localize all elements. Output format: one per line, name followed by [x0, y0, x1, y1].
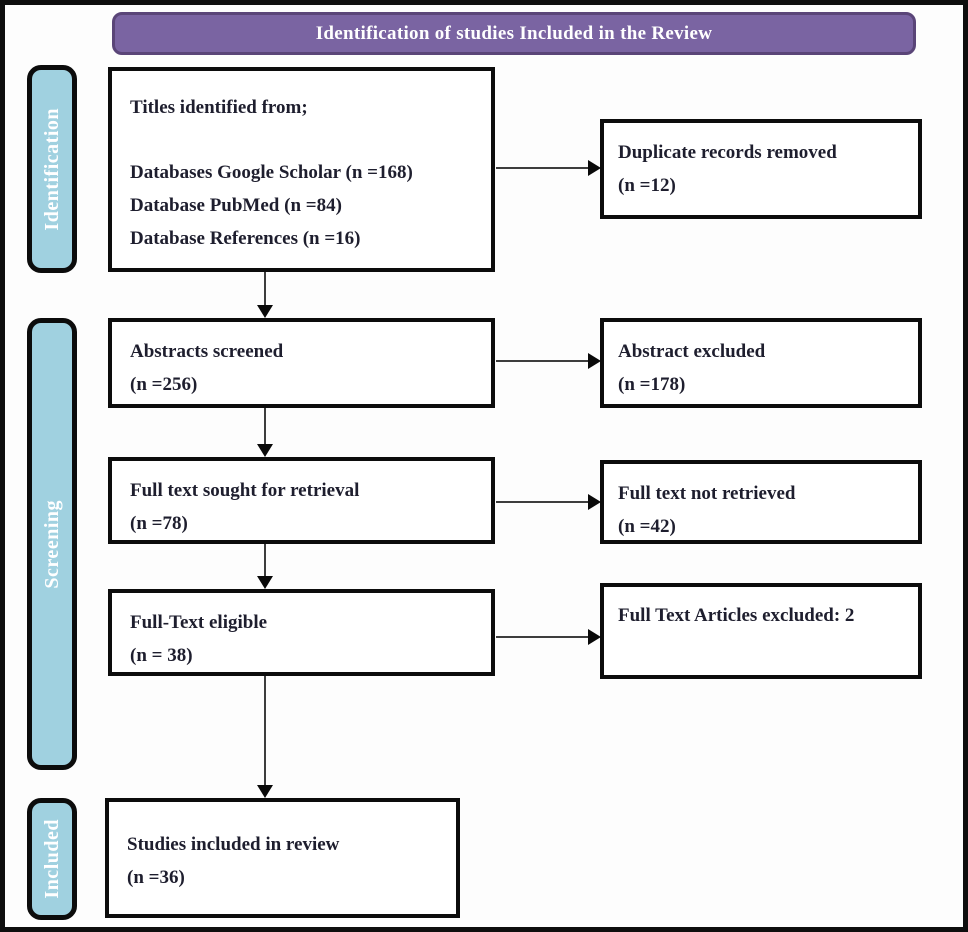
- stage-identification-label: Identification: [40, 107, 63, 231]
- box-text-line: Full text not retrieved: [618, 483, 796, 504]
- box-fulltext-sought: Full text sought for retrieval (n =78): [108, 457, 495, 544]
- down-arrow-eligible-to-included: [264, 676, 266, 786]
- box-abstract-excluded: Abstract excluded (n =178): [600, 318, 922, 408]
- down-arrow-abstracts-to-fulltext: [264, 408, 266, 445]
- stage-screening-label: Screening: [40, 499, 63, 589]
- blank-line: [130, 124, 473, 156]
- stage-included: Included: [27, 798, 77, 920]
- box-text-line: (n =42): [618, 516, 676, 537]
- stage-included-label: Included: [40, 819, 63, 899]
- down-arrow-titles-to-abstracts: [264, 272, 266, 306]
- box-studies-included: Studies included in review (n =36): [105, 798, 460, 918]
- box-fulltext-articles-excluded: Full Text Articles excluded: 2: [600, 583, 922, 679]
- box-text-line: (n =178): [618, 374, 686, 395]
- box-fulltext-eligible: Full-Text eligible (n = 38): [108, 589, 495, 676]
- box-text-line: (n =256): [130, 374, 198, 395]
- box-duplicates-removed: Duplicate records removed (n =12): [600, 119, 922, 219]
- box-text-line: (n =78): [130, 513, 188, 534]
- box-abstracts-screened: Abstracts screened (n =256): [108, 318, 495, 408]
- box-text-line: (n =12): [618, 175, 676, 196]
- diagram-title-banner: Identification of studies Included in th…: [112, 12, 916, 55]
- box-fulltext-not-retrieved: Full text not retrieved (n =42): [600, 460, 922, 544]
- diagram-title: Identification of studies Included in th…: [315, 22, 713, 44]
- stage-identification: Identification: [27, 65, 77, 273]
- box-titles-identified: Titles identified from; Databases Google…: [108, 67, 495, 272]
- box-text-line: Abstract excluded: [618, 341, 766, 362]
- right-arrow-to-articles-excluded: [496, 636, 588, 638]
- box-text-line: Full text sought for retrieval: [130, 480, 360, 501]
- box-text-line: Databases Google Scholar (n =168): [130, 162, 413, 183]
- box-text-line: Database References (n =16): [130, 228, 361, 249]
- box-text-line: Titles identified from;: [130, 97, 308, 118]
- box-text-line: Database PubMed (n =84): [130, 195, 342, 216]
- right-arrow-to-duplicates: [496, 167, 588, 169]
- stage-screening: Screening: [27, 318, 77, 770]
- box-text-line: (n =36): [127, 867, 185, 888]
- right-arrow-to-abstract-excluded: [496, 360, 588, 362]
- right-arrow-to-not-retrieved: [496, 501, 588, 503]
- box-text-line: Full-Text eligible: [130, 612, 268, 633]
- box-text-line: Abstracts screened: [130, 341, 284, 362]
- box-text-line: Full Text Articles excluded: 2: [618, 605, 855, 626]
- down-arrow-fulltext-to-eligible: [264, 544, 266, 577]
- box-text-line: Studies included in review: [127, 834, 340, 855]
- box-text-line: (n = 38): [130, 645, 193, 666]
- box-text-line: Duplicate records removed: [618, 142, 837, 163]
